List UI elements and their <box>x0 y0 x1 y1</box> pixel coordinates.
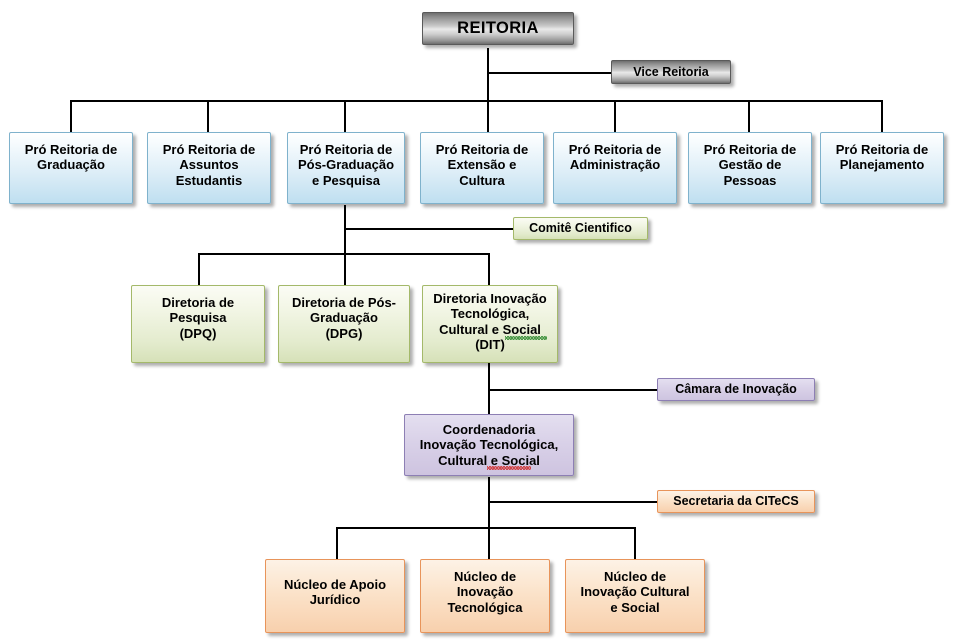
node-coordenadoria-label: Coordenadoria Inovação Tecnológica, Cult… <box>419 422 559 468</box>
node-comite-cientifico[interactable]: Comitê Cientifico <box>513 217 648 240</box>
node-nucleo-apoio-juridico[interactable]: Núcleo de Apoio Jurídico <box>265 559 405 633</box>
node-pro-reitoria-assuntos-estudantis-label: Pró Reitoria de Assuntos Estudantis <box>162 142 256 188</box>
node-nucleo-inovacao-cultural-social[interactable]: Núcleo de Inovação Cultural e Social <box>565 559 705 633</box>
connector-drop-diretoria-3 <box>488 253 490 285</box>
connector-coord-secretaria <box>488 501 657 503</box>
node-pro-reitoria-administracao[interactable]: Pró Reitoria de Administração <box>553 132 677 204</box>
connector-drop-diretoria-1 <box>198 253 200 285</box>
connector-drop-nucleo-3 <box>634 527 636 559</box>
connector-reitoria-stem <box>487 48 489 130</box>
node-diretoria-inovacao-tecnologica[interactable]: Diretoria Inovação Tecnológica, Cultural… <box>422 285 558 363</box>
node-nucleo-inovacao-tecnologica-label: Núcleo de Inovação Tecnológica <box>447 569 523 615</box>
node-nucleo-apoio-juridico-label: Núcleo de Apoio Jurídico <box>283 577 387 608</box>
node-secretaria-citecs[interactable]: Secretaria da CITeCS <box>657 490 815 513</box>
node-diretoria-pos-graduacao-label: Diretoria de Pós- Graduação (DPG) <box>291 295 397 341</box>
connector-drop-nucleo-1 <box>336 527 338 559</box>
node-pro-reitoria-planejamento-label: Pró Reitoria de Planejamento <box>835 142 929 173</box>
connector-coord-stem <box>488 477 490 559</box>
connector-pro-reitoria-bus <box>70 100 882 102</box>
node-diretoria-pesquisa-label: Diretoria de Pesquisa (DPQ) <box>161 295 235 341</box>
node-vice-reitoria[interactable]: Vice Reitoria <box>611 60 731 84</box>
node-vice-reitoria-label: Vice Reitoria <box>633 64 709 79</box>
node-camara-inovacao[interactable]: Câmara de Inovação <box>657 378 815 401</box>
node-pro-reitoria-gestao-pessoas-label: Pró Reitoria de Gestão de Pessoas <box>703 142 797 188</box>
node-pro-reitoria-gestao-pessoas[interactable]: Pró Reitoria de Gestão de Pessoas <box>688 132 812 204</box>
node-comite-cientifico-label: Comitê Cientifico <box>529 221 632 236</box>
node-reitoria[interactable]: REITORIA <box>422 12 574 45</box>
node-pro-reitoria-graduacao-label: Pró Reitoria de Graduação <box>24 142 118 173</box>
connector-drop-pro-5 <box>614 100 616 132</box>
node-nucleo-inovacao-tecnologica[interactable]: Núcleo de Inovação Tecnológica <box>420 559 550 633</box>
connector-dit-stem <box>488 362 490 414</box>
connector-posgrad-stem <box>344 205 346 285</box>
node-pro-reitoria-graduacao[interactable]: Pró Reitoria de Graduação <box>9 132 133 204</box>
node-diretoria-inovacao-tecnologica-label: Diretoria Inovação Tecnológica, Cultural… <box>433 291 547 352</box>
connector-reitoria-vice <box>487 72 611 74</box>
node-coordenadoria[interactable]: Coordenadoria Inovação Tecnológica, Cult… <box>404 414 574 476</box>
node-pro-reitoria-extensao-cultura[interactable]: Pró Reitoria de Extensão e Cultura <box>420 132 544 204</box>
node-nucleo-inovacao-cultural-social-label: Núcleo de Inovação Cultural e Social <box>580 569 690 615</box>
node-diretoria-pos-graduacao[interactable]: Diretoria de Pós- Graduação (DPG) <box>278 285 410 363</box>
spellcheck-underline-coordenadoria <box>487 466 531 470</box>
node-pro-reitoria-pos-graduacao-pesquisa-label: Pró Reitoria de Pós-Graduação e Pesquisa <box>297 142 395 188</box>
connector-nucleos-bus <box>336 527 636 529</box>
connector-drop-pro-3 <box>344 100 346 132</box>
node-camara-inovacao-label: Câmara de Inovação <box>675 382 797 397</box>
node-pro-reitoria-administracao-label: Pró Reitoria de Administração <box>568 142 662 173</box>
node-pro-reitoria-assuntos-estudantis[interactable]: Pró Reitoria de Assuntos Estudantis <box>147 132 271 204</box>
node-pro-reitoria-extensao-cultura-label: Pró Reitoria de Extensão e Cultura <box>435 142 529 188</box>
connector-drop-diretoria-2 <box>344 253 346 285</box>
node-pro-reitoria-pos-graduacao-pesquisa[interactable]: Pró Reitoria de Pós-Graduação e Pesquisa <box>287 132 405 204</box>
node-pro-reitoria-planejamento[interactable]: Pró Reitoria de Planejamento <box>820 132 944 204</box>
connector-drop-nucleo-2 <box>488 527 490 559</box>
connector-drop-pro-4 <box>487 100 489 132</box>
connector-drop-pro-2 <box>207 100 209 132</box>
connector-dit-camara <box>488 389 657 391</box>
node-reitoria-label: REITORIA <box>457 18 539 37</box>
node-diretoria-pesquisa[interactable]: Diretoria de Pesquisa (DPQ) <box>131 285 265 363</box>
connector-posgrad-comite <box>344 228 513 230</box>
spellcheck-underline-dit <box>505 336 547 340</box>
connector-drop-pro-6 <box>748 100 750 132</box>
connector-drop-pro-7 <box>881 100 883 132</box>
connector-drop-pro-1 <box>70 100 72 132</box>
node-secretaria-citecs-label: Secretaria da CITeCS <box>673 494 799 509</box>
